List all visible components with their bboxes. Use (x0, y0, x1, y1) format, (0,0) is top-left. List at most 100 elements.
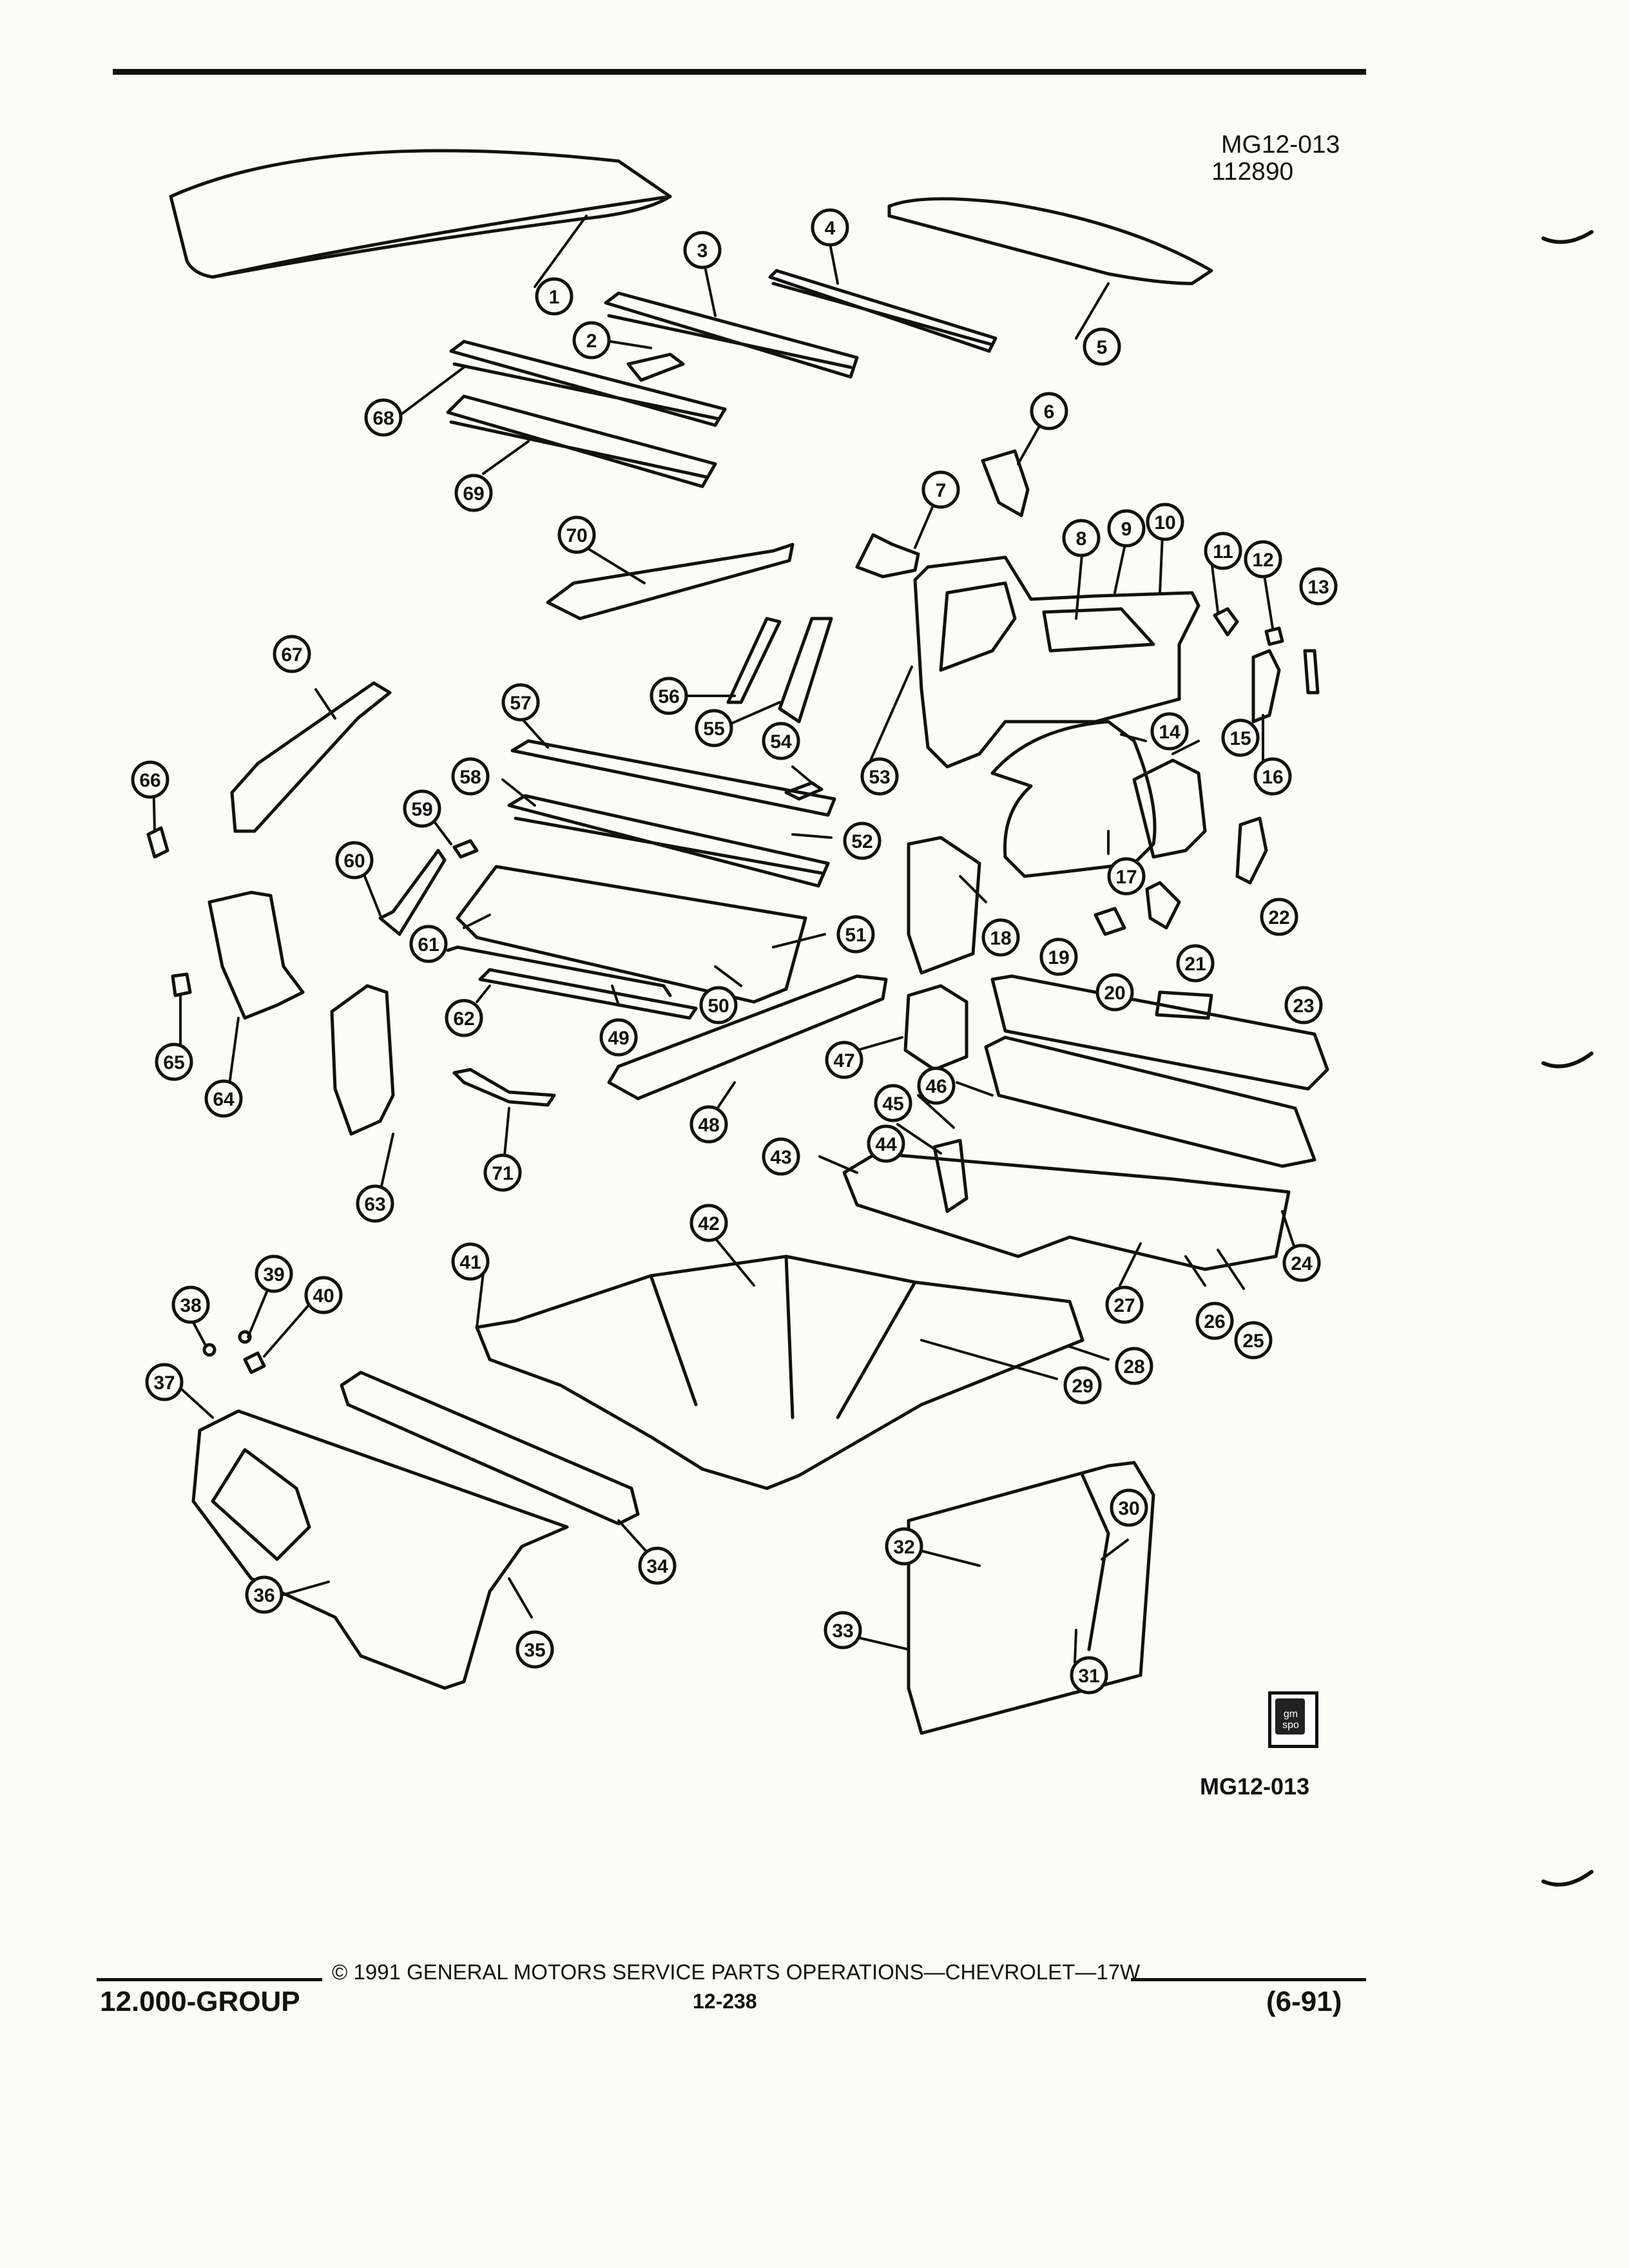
part-roof-bow (604, 291, 859, 379)
footer-page-number: 12-238 (693, 1990, 757, 2013)
callout-number: 38 (180, 1295, 201, 1316)
callout-circle (1244, 540, 1282, 579)
callout-41: 41 (451, 1242, 490, 1281)
callout-number: 55 (703, 718, 724, 740)
part-13 (1303, 649, 1320, 695)
part-54 (784, 781, 824, 801)
callout-number: 40 (313, 1285, 334, 1307)
part-extension (1132, 758, 1207, 859)
part-crossmember-46 (984, 1035, 1316, 1168)
callout-22: 22 (1260, 898, 1298, 936)
callout-circle (1204, 532, 1242, 570)
callout-circle (535, 277, 574, 316)
callout-62: 62 (445, 999, 483, 1037)
callout-number: 69 (463, 483, 484, 505)
callout-number: 23 (1293, 995, 1314, 1017)
callout-circle (1110, 1488, 1148, 1527)
callout-circle (699, 986, 738, 1024)
logo-text: gm spo (1282, 1709, 1299, 1731)
part-rail-70 (546, 543, 795, 620)
callout-number: 26 (1204, 1311, 1225, 1332)
callout-number: 21 (1184, 954, 1206, 975)
callout-9: 9 (1107, 509, 1146, 548)
part-60 (378, 849, 447, 936)
callout-number: 32 (893, 1537, 914, 1558)
callout-circle (885, 1527, 923, 1566)
callout-26: 26 (1195, 1302, 1234, 1340)
callout-number: 71 (492, 1163, 513, 1184)
callout-circle (650, 677, 688, 715)
callout-number: 25 (1242, 1331, 1264, 1352)
callout-circle (364, 398, 403, 437)
part-23 (1155, 990, 1213, 1020)
callout-circle (599, 1018, 638, 1057)
callout-number: 62 (453, 1008, 474, 1030)
callout-circle (836, 915, 875, 954)
callout-number: 59 (411, 799, 432, 820)
part-20 (1094, 907, 1126, 936)
callout-number: 66 (139, 770, 160, 791)
callout-number: 1 (549, 287, 560, 308)
callout-23: 23 (1284, 986, 1323, 1024)
part-cowl-34 (340, 1370, 640, 1526)
callout-57: 57 (501, 683, 540, 722)
callout-circle (451, 757, 490, 796)
footer-group: 12.000-GROUP (100, 1986, 300, 2017)
callout-number: 42 (698, 1213, 719, 1235)
callout-number: 6 (1044, 401, 1055, 423)
callout-number: 49 (608, 1028, 629, 1049)
callout-circle (273, 635, 311, 673)
footer-copyright: © 1991 GENERAL MOTORS SERVICE PARTS OPER… (332, 1960, 1141, 1984)
callout-27: 27 (1105, 1285, 1144, 1324)
callout-circle (1115, 1347, 1153, 1385)
callout-number: 61 (418, 934, 439, 956)
part-bracket-2 (626, 352, 685, 382)
callout-circle (843, 822, 882, 860)
part-16 (1251, 649, 1281, 724)
callout-number: 9 (1121, 519, 1132, 540)
part-22 (1235, 816, 1268, 885)
callout-32: 32 (885, 1527, 923, 1566)
callout-24: 24 (1282, 1244, 1321, 1282)
part-49 (478, 968, 698, 1020)
part-wheelhouse (990, 720, 1157, 878)
callout-68: 68 (364, 398, 403, 437)
callout-circle (131, 760, 169, 799)
part-pillar-55 (778, 617, 833, 724)
leader-lines (152, 215, 1296, 1664)
callout-54: 54 (762, 722, 800, 760)
part-rail-69 (446, 394, 717, 488)
callout-30: 30 (1110, 1488, 1148, 1527)
callout-65: 65 (155, 1043, 193, 1081)
callout-51: 51 (836, 915, 875, 954)
callout-number: 47 (833, 1050, 854, 1072)
figure-caption-code: MG12-013 (1200, 1773, 1310, 1800)
callout-56: 56 (650, 677, 688, 715)
part-shelf-61 (456, 865, 807, 1004)
callout-number: 22 (1268, 907, 1289, 928)
part-pillar-56 (726, 617, 782, 704)
callout-circle (981, 918, 1020, 957)
callout-58: 58 (451, 757, 490, 796)
callout-number: 51 (845, 925, 866, 946)
callout-number: 13 (1307, 577, 1329, 598)
callout-53: 53 (860, 757, 899, 796)
callout-number: 67 (281, 644, 302, 666)
part-44-45 (932, 1139, 969, 1213)
callout-43: 43 (762, 1137, 800, 1176)
callout-number: 18 (990, 928, 1011, 949)
callout-3: 3 (683, 231, 722, 269)
callout-number: 68 (372, 408, 394, 429)
callout-circle (811, 208, 849, 247)
callout-circle (255, 1254, 293, 1293)
callout-49: 49 (599, 1018, 638, 1057)
callout-circle (1030, 392, 1068, 430)
footer-rule-right (1131, 1978, 1366, 1981)
callout-circle (145, 1363, 184, 1401)
callout-40: 40 (304, 1276, 343, 1314)
callout-circle (1070, 1656, 1108, 1695)
callout-29: 29 (1063, 1366, 1102, 1405)
callout-21: 21 (1176, 944, 1215, 983)
callout-circle (1195, 1302, 1234, 1340)
